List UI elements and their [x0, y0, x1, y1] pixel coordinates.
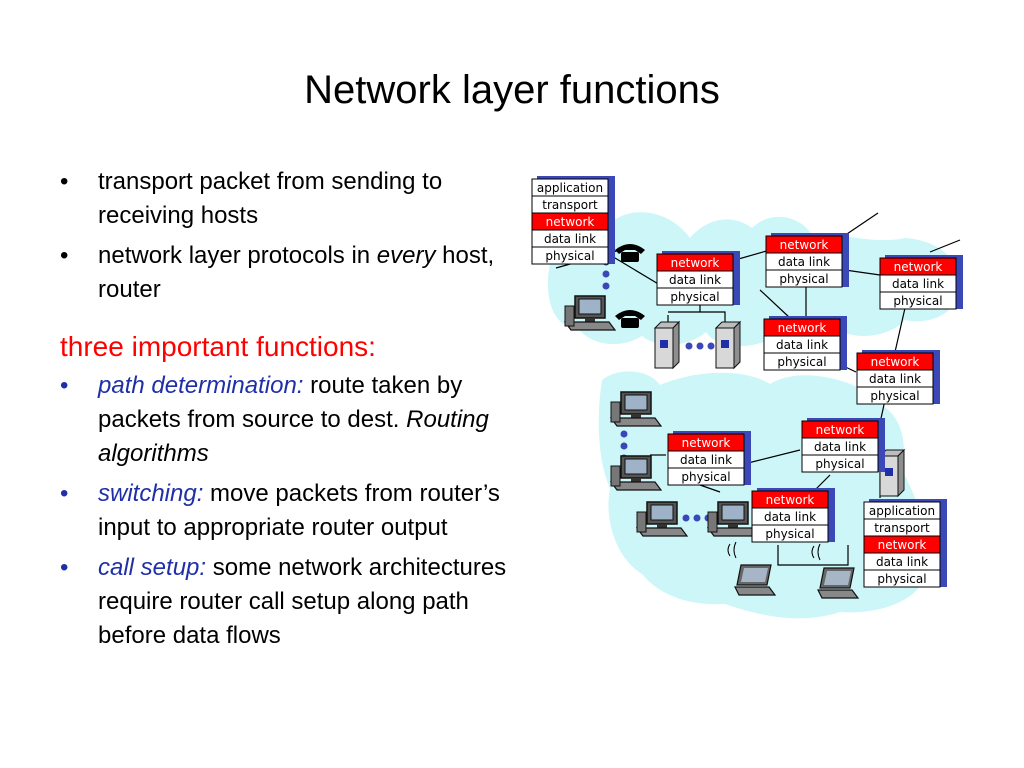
layer-datalink-label: data link — [814, 440, 866, 454]
layer-datalink-label: data link — [544, 232, 596, 246]
layer-physical-label: physical — [545, 249, 594, 263]
bullet-network-protocols: • network layer protocols in every host,… — [58, 239, 508, 307]
bullet-dot: • — [60, 372, 69, 399]
top-bullet-list: • transport packet from sending to recei… — [58, 165, 508, 307]
protocol-stack-source-host: application transport network data link … — [531, 176, 615, 265]
server-icon — [715, 321, 741, 369]
layer-transport-label: transport — [542, 198, 598, 212]
layer-network-label: network — [682, 436, 731, 450]
page-title: Network layer functions — [304, 68, 720, 112]
bullet-transport-packet: • transport packet from sending to recei… — [58, 165, 508, 233]
bullet-dot: • — [60, 168, 69, 195]
layer-physical-label: physical — [765, 527, 814, 541]
layer-application-label: application — [869, 504, 935, 518]
router-stack: network data link physical — [801, 418, 885, 473]
bullet-switching: • switching: move packets from router’s … — [58, 477, 508, 545]
layer-network-label: network — [816, 423, 865, 437]
bullet-call-setup: • call setup: some network architectures… — [58, 551, 508, 653]
layer-physical-label: physical — [815, 457, 864, 471]
router-stack: network data link physical — [656, 251, 740, 306]
function-text: some network architectures require route… — [98, 554, 507, 649]
bullet-emphasis: every — [376, 242, 436, 269]
layer-physical-label: physical — [670, 290, 719, 304]
bullet-text-pre: network layer protocols in — [98, 242, 377, 269]
layer-network-label: network — [766, 493, 815, 507]
layer-network-label: network — [894, 260, 943, 274]
router-stack: network data link physical — [765, 233, 849, 288]
layer-datalink-label: data link — [669, 273, 721, 287]
layer-datalink-label: data link — [680, 453, 732, 467]
router-stack: network data link physical — [667, 431, 751, 486]
router-stack: network data link physical — [879, 255, 963, 310]
bullet-text: transport packet from sending to receivi… — [98, 168, 443, 229]
bullet-dot: • — [60, 554, 69, 581]
router-stack: network data link physical — [856, 350, 940, 405]
layer-physical-label: physical — [779, 272, 828, 286]
function-text: route taken by packets from source to de… — [98, 372, 463, 433]
functions-subheading: three important functions: — [60, 331, 376, 362]
layer-network-label: network — [671, 256, 720, 270]
layer-datalink-label: data link — [869, 372, 921, 386]
layer-datalink-label: data link — [764, 510, 816, 524]
protocol-stack-dest-host: application transport network data link … — [863, 499, 947, 588]
function-text: move packets from router’s input to appr… — [98, 480, 500, 541]
bullet-dot: • — [60, 480, 69, 507]
router-stack: network data link physical — [751, 488, 835, 543]
server-icon — [654, 321, 680, 369]
bullet-path-determination: • path determination: route taken by pac… — [58, 369, 508, 471]
bullet-text-post: host, router — [98, 242, 495, 303]
router-stack: network data link physical — [763, 316, 847, 371]
layer-application-label: application — [537, 181, 603, 195]
text-column: • transport packet from sending to recei… — [58, 165, 508, 659]
layer-network-label: network — [778, 321, 827, 335]
ellipsis-dots — [602, 258, 715, 522]
layer-network-label: network — [546, 215, 595, 229]
upper-network-cloud — [547, 212, 959, 348]
layer-datalink-label: data link — [776, 338, 828, 352]
function-label: path determination: — [98, 372, 304, 399]
layer-datalink-label: data link — [892, 277, 944, 291]
layer-datalink-label: data link — [778, 255, 830, 269]
function-italic: Routing algorithms — [98, 406, 489, 467]
layer-datalink-label: data link — [876, 555, 928, 569]
function-label: call setup: — [98, 554, 207, 581]
layer-transport-label: transport — [874, 521, 930, 535]
function-label: switching: — [98, 480, 204, 507]
bullet-dot: • — [60, 242, 69, 269]
functions-bullet-list: • path determination: route taken by pac… — [58, 369, 508, 653]
wireless-waves-icon — [727, 541, 821, 561]
layer-physical-label: physical — [877, 572, 926, 586]
layer-physical-label: physical — [777, 355, 826, 369]
layer-physical-label: physical — [870, 389, 919, 403]
layer-physical-label: physical — [681, 470, 730, 484]
layer-network-label: network — [878, 538, 927, 552]
layer-network-label: network — [871, 355, 920, 369]
layer-physical-label: physical — [893, 294, 942, 308]
layer-network-label: network — [780, 238, 829, 252]
